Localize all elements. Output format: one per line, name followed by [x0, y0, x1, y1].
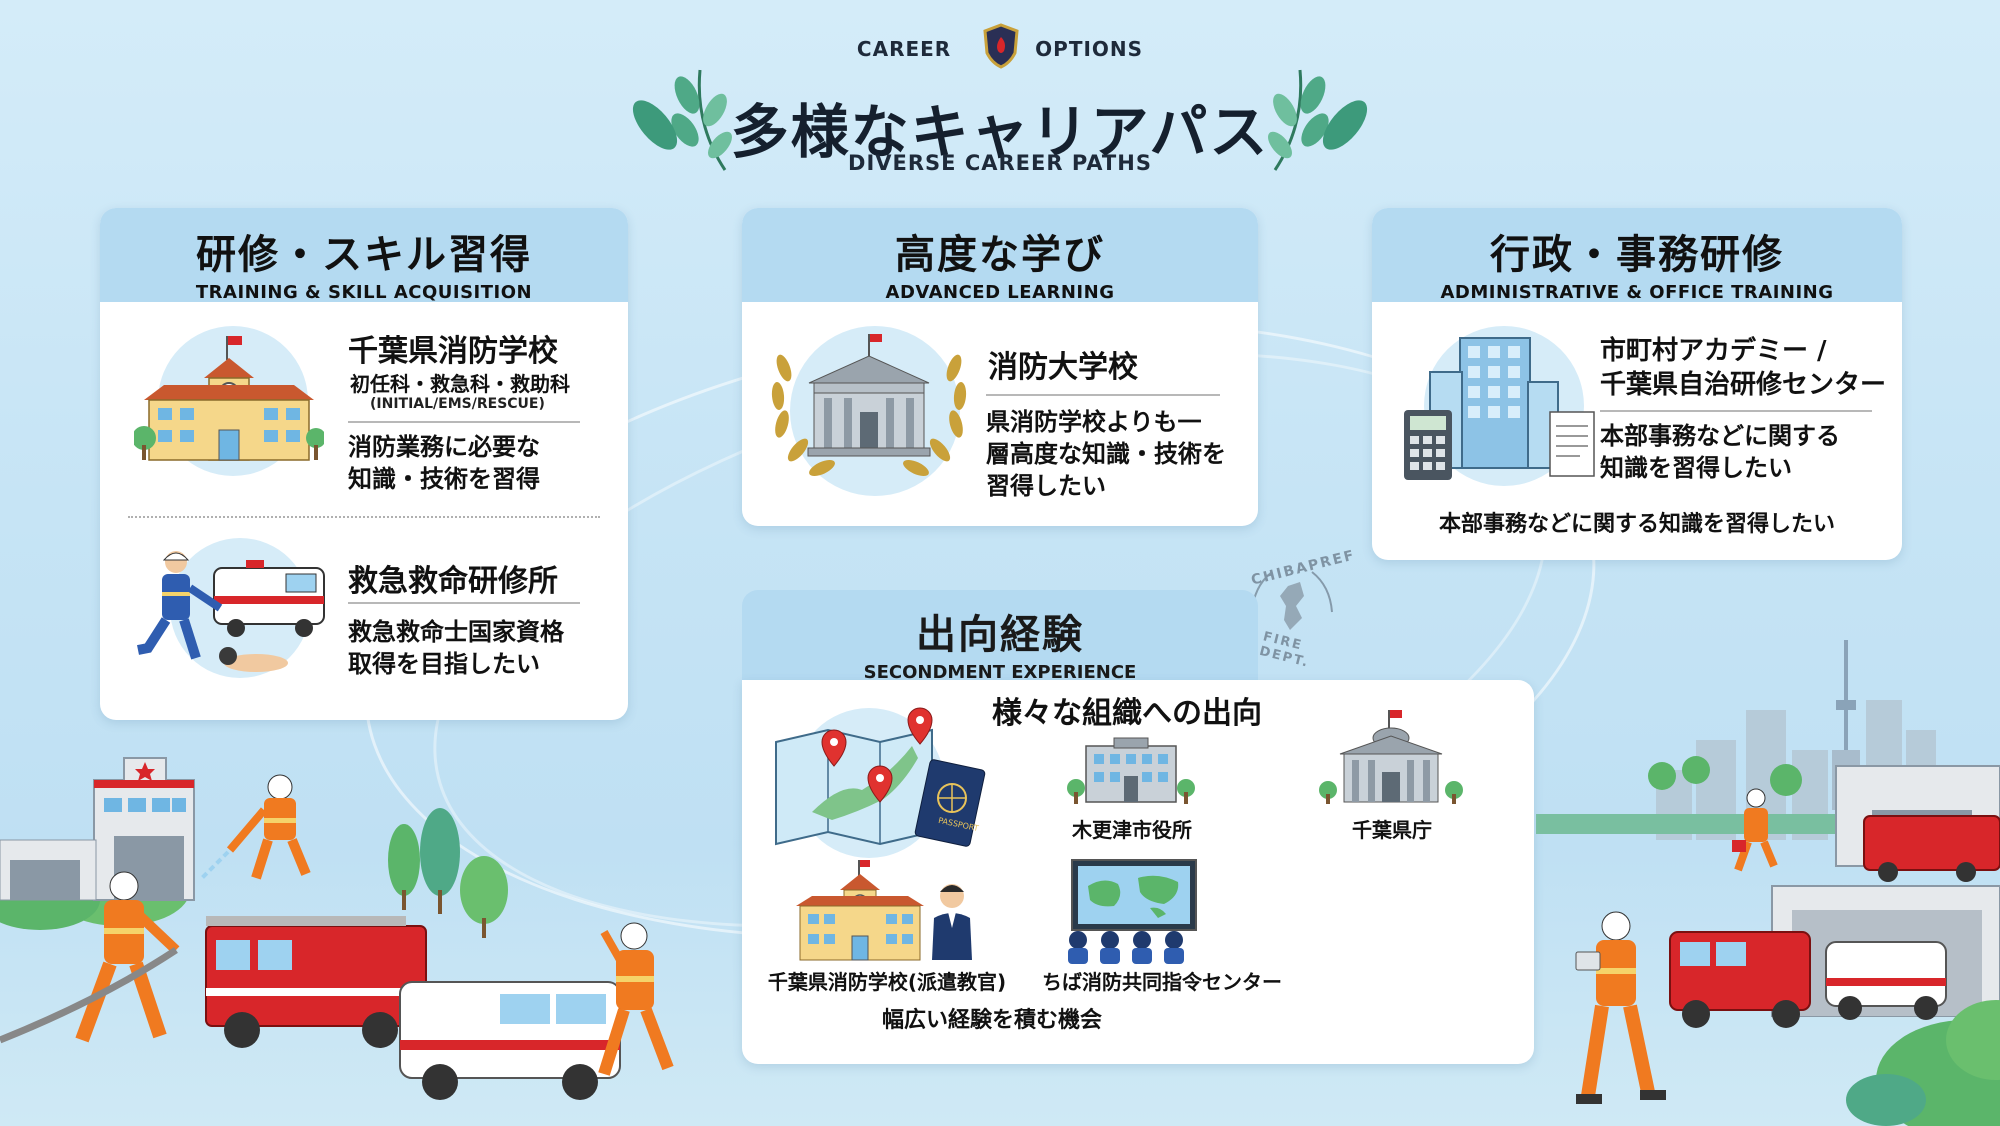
- admin-card-header: 行政・事務研修 ADMINISTRATIVE & OFFICE TRAINING: [1372, 208, 1902, 303]
- paramedic-ambulance-icon: [136, 548, 336, 688]
- training-card-header: 研修・スキル習得 TRAINING & SKILL ACQUISITION: [100, 208, 628, 303]
- advanced-card-subtitle: ADVANCED LEARNING: [885, 282, 1115, 303]
- school-name: 千葉県消防学校: [348, 334, 558, 369]
- divider: [348, 602, 580, 604]
- desc-line: 取得を目指したい: [348, 650, 540, 678]
- secondment-card-header: 出向経験 SECONDMENT EXPERIENCE: [742, 590, 1258, 694]
- training-card: 研修・スキル習得 TRAINING & SKILL ACQUISITION 千葉…: [100, 208, 628, 720]
- desc-line: 救急救命士国家資格: [348, 618, 564, 646]
- secondment-card: 出向経験 SECONDMENT EXPERIENCE 様々な組織への出向: [742, 590, 1534, 1064]
- academy-description: 本部事務などに関する 知識を習得したい: [1600, 420, 1840, 484]
- city-fire-station-scene-right: [1536, 600, 2000, 1126]
- fire-college-name: 消防大学校: [988, 350, 1138, 385]
- secondment-card-title: 出向経験: [916, 612, 1084, 658]
- academy-name: 市町村アカデミー / 千葉県自治研修センター: [1600, 334, 1886, 402]
- training-card-title: 研修・スキル習得: [196, 232, 532, 278]
- advanced-card-header: 高度な学び ADVANCED LEARNING: [742, 208, 1258, 303]
- secondment-heading: 様々な組織への出向: [992, 696, 1262, 731]
- admin-card-title: 行政・事務研修: [1490, 232, 1784, 278]
- city-hall-icon: [1066, 736, 1196, 808]
- school-instructor-icon: [792, 856, 982, 966]
- ems-description: 救急救命士国家資格 取得を目指したい: [348, 616, 564, 680]
- admin-card: 行政・事務研修 ADMINISTRATIVE & OFFICE TRAINING: [1372, 208, 1902, 560]
- fire-college-description: 県消防学校よりも一 層高度な知識・技術を 習得したい: [986, 406, 1226, 502]
- divider: [348, 421, 580, 423]
- academy-name-line: 市町村アカデミー /: [1600, 336, 1827, 366]
- office-building-calculator-icon: [1400, 332, 1600, 492]
- advanced-card-title: 高度な学び: [895, 232, 1105, 278]
- ems-institute-name: 救急救命研修所: [348, 564, 558, 599]
- leaf-branch-icon: [625, 65, 745, 185]
- divider: [1600, 410, 1872, 412]
- school-description: 消防業務に必要な 知識・技術を習得: [348, 431, 540, 495]
- career-options-label: CAREER OPTIONS: [600, 37, 1400, 61]
- fire-college-laurel-icon: [764, 328, 974, 488]
- career-word: CAREER: [856, 37, 952, 61]
- desc-line: 県消防学校よりも一: [986, 408, 1202, 436]
- leaf-branch-icon: [1255, 65, 1375, 185]
- advanced-card: 高度な学び ADVANCED LEARNING: [742, 208, 1258, 526]
- fire-emblem-icon: [982, 23, 1020, 69]
- school-courses-en: (INITIAL/EMS/RESCUE): [370, 396, 545, 412]
- page-subtitle: DIVERSE CAREER PATHS: [848, 151, 1152, 175]
- desc-line: 層高度な知識・技術を: [986, 440, 1226, 468]
- desc-line: 知識を習得したい: [1600, 454, 1792, 482]
- dotted-divider: [128, 516, 600, 518]
- desc-line: 知識・技術を習得: [348, 465, 540, 493]
- secondment-card-subtitle: SECONDMENT EXPERIENCE: [863, 662, 1137, 683]
- secondment-footer: 幅広い経験を積む機会: [881, 1008, 1102, 1033]
- divider: [986, 394, 1220, 396]
- chiba-prefectural-office-label: 千葉県庁: [1352, 818, 1432, 842]
- desc-line: 本部事務などに関する: [1600, 422, 1840, 450]
- page-header: CAREER OPTIONS 多様なキャリアパス DIVERSE CAREER …: [600, 15, 1400, 180]
- admin-card-subtitle: ADMINISTRATIVE & OFFICE TRAINING: [1440, 282, 1834, 303]
- options-word: OPTIONS: [1035, 37, 1144, 61]
- page-title: 多様なキャリアパス: [730, 98, 1270, 166]
- map-passport-icon: [772, 702, 992, 862]
- desc-line: 消防業務に必要な: [348, 433, 540, 461]
- fire-school-instructor-label: 千葉県消防学校(派遣教官): [767, 970, 1007, 994]
- school-courses: 初任科・救急科・救助科: [350, 372, 570, 396]
- secondment-card-body: 様々な組織への出向 PASSPORT: [742, 680, 1534, 1064]
- academy-name-line: 千葉県自治研修センター: [1600, 370, 1887, 400]
- school-building-icon: [134, 330, 324, 470]
- desc-line: 習得したい: [986, 472, 1106, 500]
- kisarazu-city-hall-label: 木更津市役所: [1072, 818, 1192, 842]
- prefectural-office-icon: [1316, 708, 1466, 808]
- training-card-subtitle: TRAINING & SKILL ACQUISITION: [195, 282, 533, 303]
- command-center-icon: [1054, 856, 1214, 966]
- command-center-label: ちば消防共同指令センター: [1042, 970, 1282, 994]
- admin-card-footer: 本部事務などに関する知識を習得したい: [1438, 512, 1835, 537]
- fire-station-scene-left: [0, 740, 720, 1126]
